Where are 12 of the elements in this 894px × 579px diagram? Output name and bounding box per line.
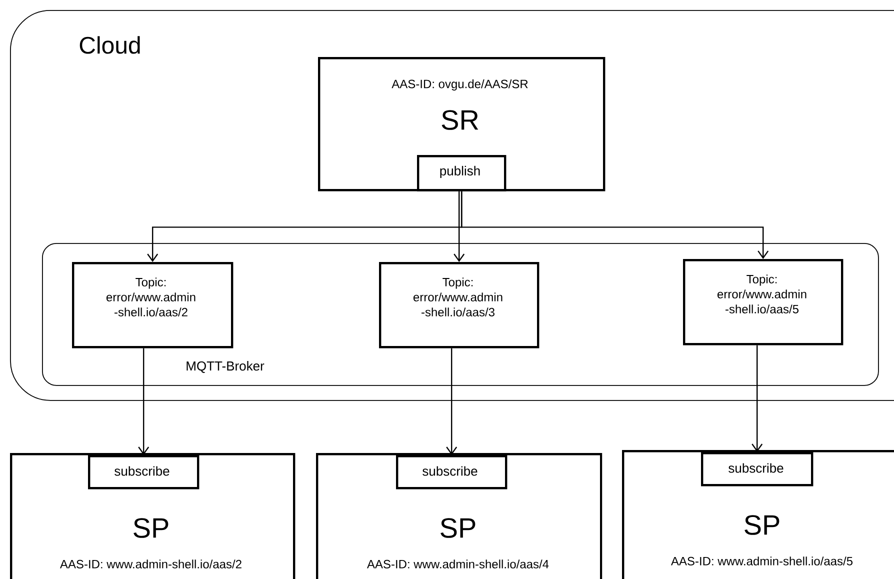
arrow [454,191,465,262]
subscribe-box: subscribe [701,452,814,486]
arrow [752,345,763,452]
topic-box: Topic: error/www.admin -shell.io/aas/2 [72,262,234,348]
topic-box: Topic: error/www.admin -shell.io/aas/3 [379,262,540,348]
subscribe-box: subscribe [396,455,508,490]
arrow [138,348,150,455]
topic-box: Topic: error/www.admin -shell.io/aas/5 [683,259,844,346]
subscribe-box: subscribe [88,455,200,490]
arrow [446,348,458,455]
arrow [461,191,769,259]
publish-box: publish [417,155,506,192]
